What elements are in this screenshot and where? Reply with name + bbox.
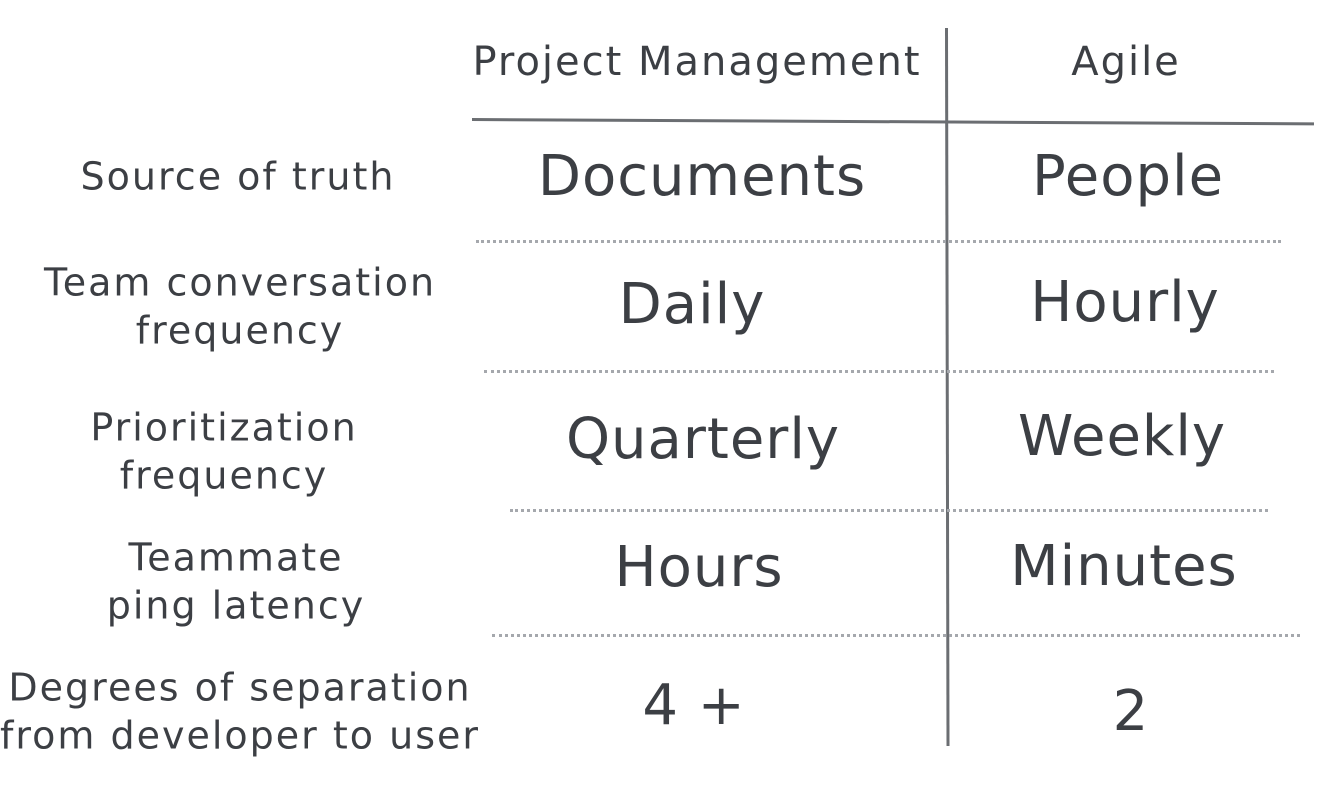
header-project-management: Project Management bbox=[472, 39, 922, 85]
cell-pm-degrees-of-separation: 4 + bbox=[642, 673, 746, 738]
row-label-line: Prioritization bbox=[90, 405, 358, 450]
cell-agile-ping-latency: Minutes bbox=[1010, 534, 1238, 599]
cell-pm-source-of-truth: Documents bbox=[537, 144, 867, 209]
row-label-line: ping latency bbox=[106, 583, 366, 627]
row-label-degrees-of-separation: Degrees of separation from developer to … bbox=[0, 665, 480, 760]
cell-agile-degrees-of-separation: 2 bbox=[1112, 679, 1150, 744]
row-label-prioritization: Prioritization frequency bbox=[90, 405, 357, 500]
row-label-line: Source of truth bbox=[80, 154, 396, 199]
cell-pm-ping-latency: Hours bbox=[614, 535, 784, 600]
header-divider bbox=[471, 118, 1314, 126]
row-separator bbox=[492, 634, 1300, 637]
row-separator bbox=[476, 240, 1281, 243]
cell-agile-prioritization: Weekly bbox=[1017, 404, 1227, 469]
row-label-ping-latency: Teammate ping latency bbox=[107, 535, 366, 630]
row-separator bbox=[484, 370, 1274, 373]
cell-pm-team-conversation: Daily bbox=[618, 272, 766, 337]
cell-pm-prioritization: Quarterly bbox=[565, 407, 841, 472]
row-label-line: frequency bbox=[135, 308, 345, 352]
cell-agile-source-of-truth: People bbox=[1031, 144, 1225, 209]
row-label-line: Team conversation bbox=[43, 260, 437, 305]
row-label-line: from developer to user bbox=[0, 713, 480, 757]
cell-agile-team-conversation: Hourly bbox=[1030, 270, 1220, 335]
row-label-line: Degrees of separation bbox=[8, 665, 472, 710]
row-label-team-conversation: Team conversation frequency bbox=[44, 260, 436, 355]
row-label-line: frequency bbox=[119, 453, 329, 497]
row-label-source-of-truth: Source of truth bbox=[81, 153, 396, 201]
row-label-line: Teammate bbox=[128, 535, 344, 580]
column-divider bbox=[945, 27, 950, 747]
header-agile: Agile bbox=[1071, 39, 1181, 85]
row-separator bbox=[510, 509, 1268, 512]
